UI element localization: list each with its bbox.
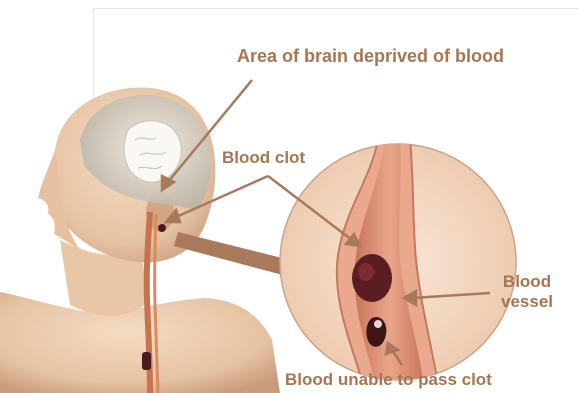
label-blood-vessel: Blood vessel	[495, 272, 559, 311]
head-clot	[158, 224, 166, 232]
label-blood-vessel-line1: Blood	[495, 272, 559, 292]
label-blood-vessel-line2: vessel	[495, 292, 559, 312]
label-deprived-area: Area of brain deprived of blood	[237, 46, 504, 67]
label-blood-unable: Blood unable to pass clot	[285, 370, 492, 390]
label-blood-clot: Blood clot	[222, 148, 305, 168]
deprived-area	[124, 121, 181, 182]
vessel-clot	[352, 254, 392, 302]
